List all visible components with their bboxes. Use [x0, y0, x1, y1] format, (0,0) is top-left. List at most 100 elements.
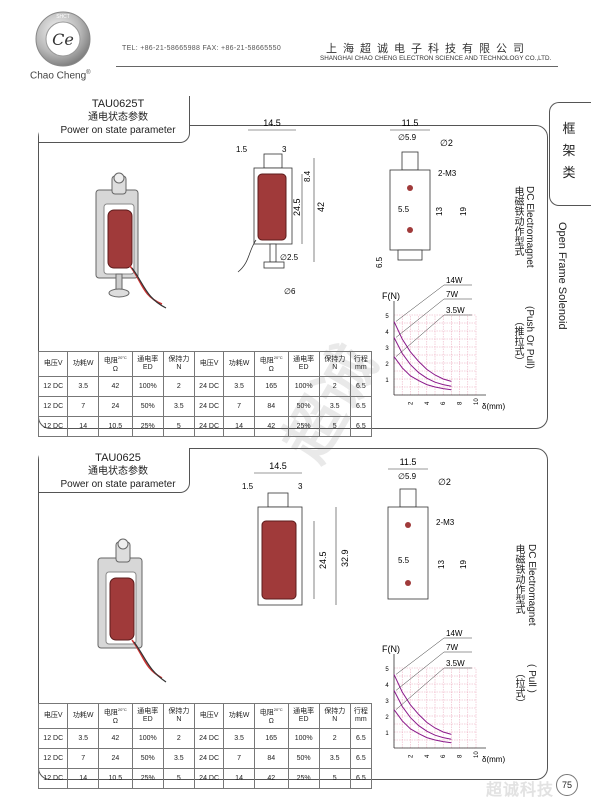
front-view-drawing-2: 14.5 1.5 3 32.9 24.5 [242, 461, 350, 606]
side-dim-5-5: 5.5 [398, 205, 410, 214]
table-cell: 5 [162, 416, 195, 437]
header-unit: Ω [268, 717, 274, 725]
series-label: 7W [446, 643, 458, 652]
product-image-push-pull [95, 172, 167, 309]
dim-42: 42 [316, 202, 326, 212]
table-cell: 165 [253, 376, 289, 397]
company-logo: Ce SHCT [35, 11, 91, 67]
x-tick-label: 10 [474, 398, 480, 405]
product-image-pull [97, 538, 167, 683]
x-tick-label: 2 [408, 401, 414, 405]
table-header-cell: 电压V [193, 351, 225, 377]
header-label: 电阻20°C [103, 355, 127, 365]
table-cell: 12 DC [37, 416, 69, 437]
header-sup: 20°C [117, 707, 127, 713]
side-view-drawing-1: 11.5 ∅5.9 ∅2 2-M3 5.5 13 19 6.5 [375, 118, 468, 268]
side-dim-6-5: 6.5 [375, 256, 384, 268]
header-label: 电压V [43, 712, 63, 719]
panel-1-title-en: Power on state parameter [60, 125, 176, 136]
table-cell: 5 [318, 416, 351, 437]
table-cell: 10.5 [97, 768, 133, 789]
series-label: 14W [446, 629, 463, 638]
table-header-cell: 功耗W [67, 703, 99, 729]
table-cell: 5 [318, 768, 351, 789]
panel-2-title-en: Power on state parameter [60, 479, 176, 490]
table-cell: 24 DC [193, 396, 225, 417]
header-label: 电阻20°C [259, 707, 283, 717]
table-cell: 6.5 [349, 748, 373, 769]
table-cell: 100% [287, 728, 320, 749]
series-label: 14W [446, 276, 463, 285]
series-leader-line [395, 284, 445, 322]
y-axis-label: F(N) [382, 291, 400, 301]
table-cell: 14 [67, 768, 99, 789]
side-dim-dia-5-9: ∅5.9 [398, 133, 417, 142]
panel-2-title-cn: 通电状态参数 [88, 466, 148, 477]
table-cell: 7 [223, 748, 255, 769]
table-cell: 3.5 [318, 396, 351, 417]
dim2-3: 3 [298, 482, 303, 491]
logo-subtitle: Chao Cheng® [30, 70, 91, 82]
header-unit: N [176, 716, 182, 723]
header-label: 行程 [353, 708, 368, 715]
series-line [393, 337, 452, 387]
series-line [393, 709, 452, 744]
table-cell: 100% [131, 728, 164, 749]
y-tick-label: 2 [385, 715, 389, 721]
y-tick-label: 4 [385, 683, 389, 689]
header-unit: ED [142, 364, 153, 371]
header-sup: 20°C [273, 707, 283, 713]
table-cell: 12 DC [37, 376, 69, 397]
category-tab [549, 102, 591, 206]
table-cell: 24 DC [193, 416, 225, 437]
x-tick-label: 6 [441, 754, 447, 758]
y-tick-label: 1 [385, 731, 389, 737]
dim-width: 14.5 [263, 118, 281, 128]
header-label: 功耗W [72, 360, 94, 367]
page-number: 75 [556, 774, 578, 796]
header-label: 通电率 [137, 708, 159, 715]
series-label: 3.5W [446, 659, 465, 668]
table-cell: 12 DC [37, 748, 69, 769]
series-line [393, 690, 452, 740]
header-label: 电压V [43, 360, 63, 367]
header-label: 保持力 [168, 356, 190, 363]
side-dim-width: 11.5 [402, 118, 419, 128]
side-dim-19: 19 [459, 207, 468, 216]
panel-2-side-en1: DC Electromagnet [526, 544, 537, 626]
table-cell: 6.5 [349, 768, 373, 789]
x-tick-label: 4 [425, 754, 431, 758]
table-header-cell: 电压V [193, 703, 225, 729]
x-axis-label: δ(mm) [482, 402, 505, 411]
header-unit: N [332, 716, 338, 723]
table-cell: 42 [253, 768, 289, 789]
logo-letters: Ce [52, 30, 74, 49]
table-cell: 7 [67, 396, 99, 417]
series-leader-line [395, 298, 445, 338]
side-title-en: Open Frame Solenoid [556, 222, 568, 330]
y-tick-label: 3 [385, 346, 389, 352]
contact-info: TEL: +86-21-58665988 FAX: +86-21-5866555… [122, 45, 282, 52]
table-header-cell: 电压V [37, 351, 69, 377]
panel-1-side-cn2: （推拉式） [512, 316, 523, 366]
side-dim-dia-2: ∅2 [440, 138, 453, 148]
panel-1-side-cn1: 电磁铁动作型式 [512, 186, 523, 256]
header-label: 电阻20°C [103, 707, 127, 717]
x-axis-label: δ(mm) [482, 755, 505, 764]
header-sup: 20°C [117, 355, 127, 361]
logo-ring-letters: SHCT [56, 14, 70, 20]
panel-1-side-en1: DC Electromagnet [524, 186, 535, 268]
header-unit: ED [298, 364, 309, 371]
table-cell: 24 DC [193, 728, 225, 749]
header-label: 电阻20°C [259, 355, 283, 365]
table-cell: 3.5 [67, 376, 99, 397]
side2-dim-19: 19 [459, 560, 468, 569]
